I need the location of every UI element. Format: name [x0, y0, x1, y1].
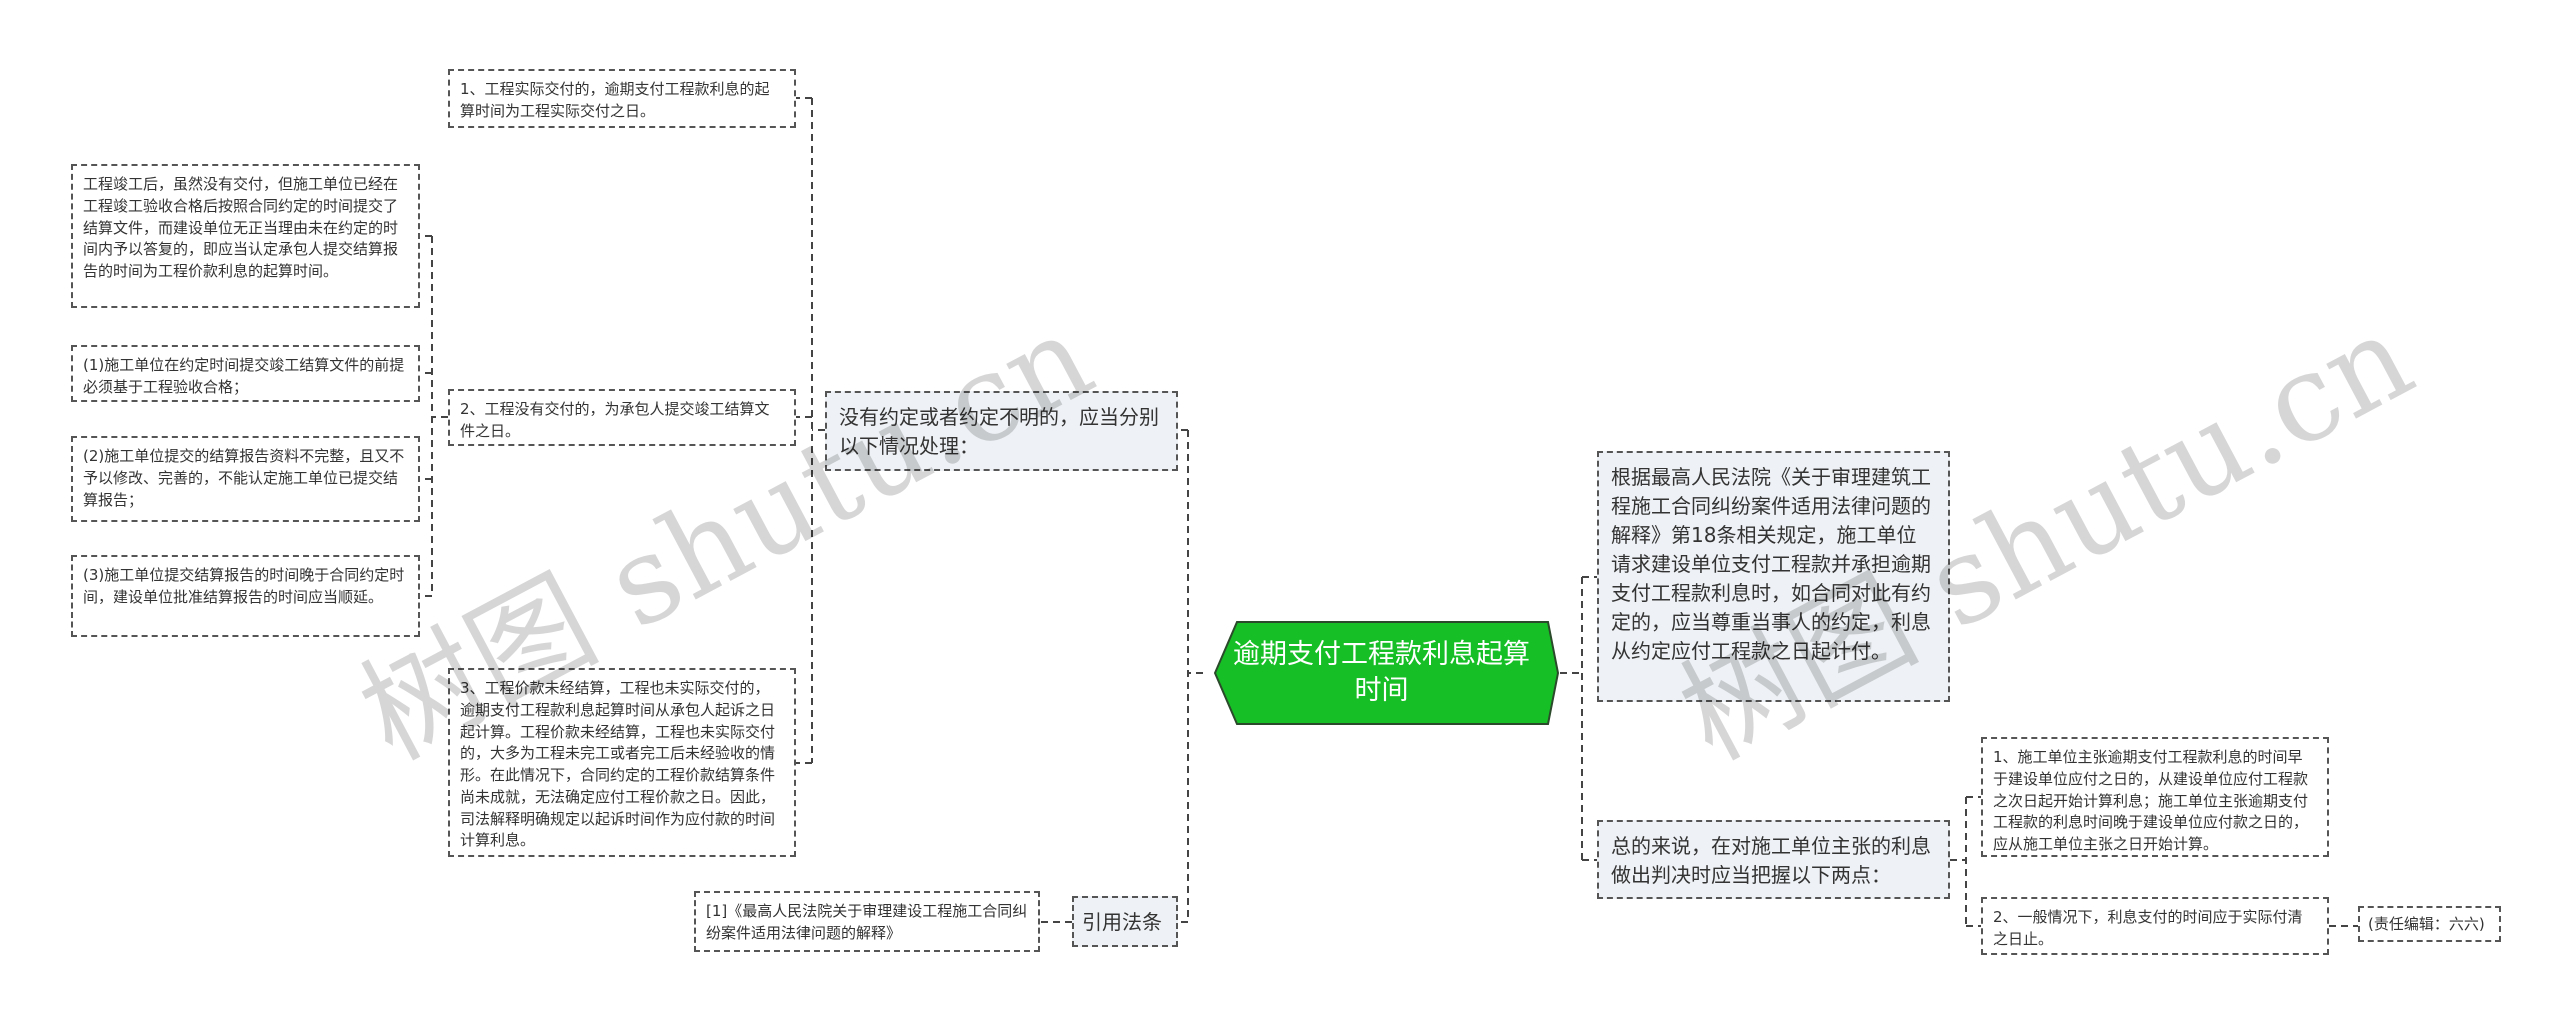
root-hexagon-shape	[1213, 621, 1560, 725]
node-completed-not-delivered[interactable]: 工程竣工后，虽然没有交付，但施工单位已经在工程竣工验收合格后按照合同约定的时间提…	[71, 164, 420, 308]
node-summary-point-2[interactable]: 2、一般情况下，利息支付的时间应于实际付清之日止。	[1981, 897, 2329, 955]
node-editor[interactable]: (责任编辑：六六)	[2358, 906, 2501, 942]
node-not-settled[interactable]: 3、工程价款未经结算，工程也未实际交付的，逾期支付工程款利息起算时间从承包人起诉…	[448, 668, 796, 857]
node-actual-delivery[interactable]: 1、工程实际交付的，逾期支付工程款利息的起算时间为工程实际交付之日。	[448, 69, 796, 128]
node-law-reference[interactable]: [1]《最高人民法院关于审理建设工程施工合同纠纷案件适用法律问题的解释》	[694, 891, 1040, 952]
node-no-agreement[interactable]: 没有约定或者约定不明的，应当分别以下情况处理：	[825, 391, 1178, 471]
node-legal-basis[interactable]: 根据最高人民法院《关于审理建筑工程施工合同纠纷案件适用法律问题的解释》第18条相…	[1597, 451, 1950, 702]
root-title: 逾期支付工程款利息起算时间	[1233, 638, 1530, 706]
node-condition-1[interactable]: (1)施工单位在约定时间提交竣工结算文件的前提必须基于工程验收合格；	[71, 345, 420, 402]
node-summary-point-1[interactable]: 1、施工单位主张逾期支付工程款利息的时间早于建设单位应付之日的，从建设单位应付工…	[1981, 737, 2329, 857]
node-condition-3[interactable]: (3)施工单位提交结算报告的时间晚于合同约定时间，建设单位批准结算报告的时间应当…	[71, 555, 420, 637]
node-summary[interactable]: 总的来说，在对施工单位主张的利息做出判决时应当把握以下两点：	[1597, 820, 1950, 899]
node-condition-2[interactable]: (2)施工单位提交的结算报告资料不完整，且又不予以修改、完善的，不能认定施工单位…	[71, 436, 420, 522]
node-not-delivered[interactable]: 2、工程没有交付的，为承包人提交竣工结算文件之日。	[448, 389, 796, 446]
root-node[interactable]: 逾期支付工程款利息起算时间	[1203, 620, 1560, 726]
node-cited-law[interactable]: 引用法条	[1072, 896, 1178, 947]
